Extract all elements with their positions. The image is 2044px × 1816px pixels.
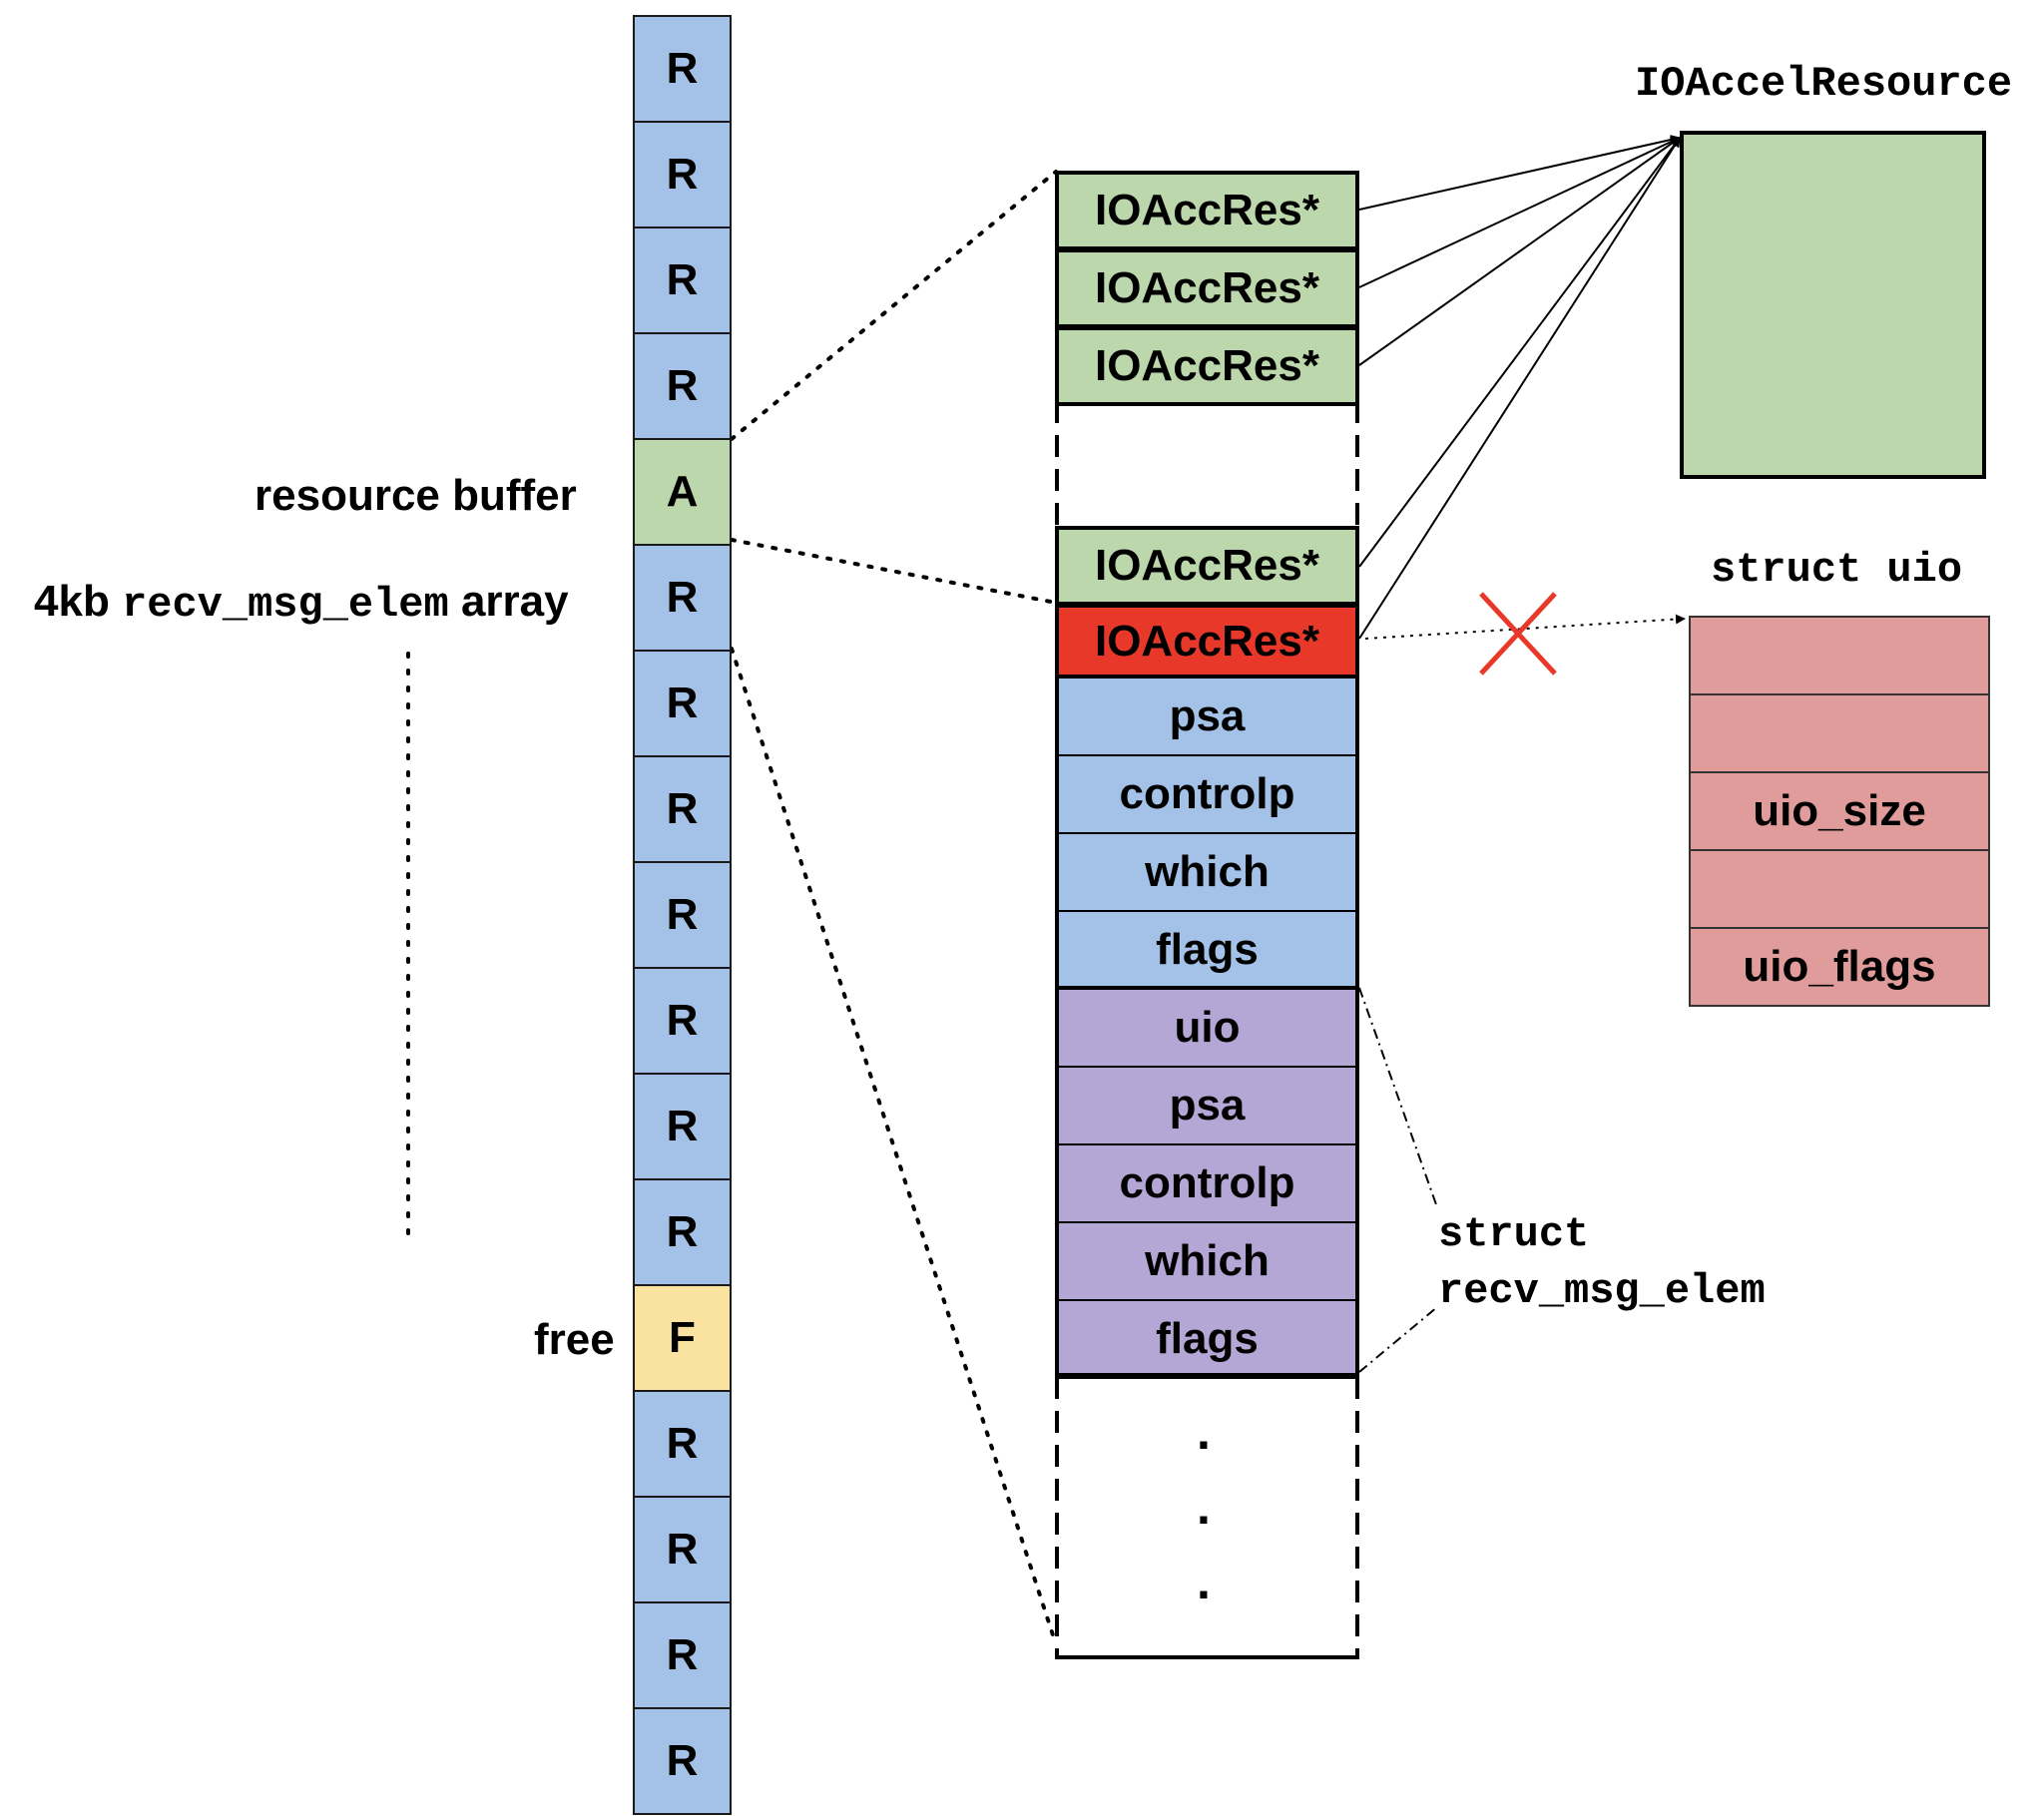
array-cell-r: R [633,755,732,863]
pointer-arrow-4 [1358,137,1681,568]
ioaccres-pointer-3: IOAccRes* [1055,326,1359,406]
array-cell-r: R [633,544,732,652]
struct-leader-top [1358,987,1438,1208]
field-uio-purple: uio [1055,988,1359,1068]
array-cell-r: R [633,332,732,440]
ellipsis-dot-2: . [1197,1479,1211,1535]
ellipsis-dot-1: . [1197,1404,1211,1460]
field-which-purple: which [1055,1221,1359,1301]
ioaccres-pointer-1: IOAccRes* [1055,171,1359,250]
array-cell-r: R [633,1496,732,1603]
uio-field-empty [1689,616,1990,695]
array-cell-r: R [633,967,732,1075]
array-cell-r: R [633,861,732,969]
array-cell-r: R [633,1390,732,1498]
array-label-suffix: array [460,577,569,626]
ioaccres-pointer-4: IOAccRes* [1055,526,1359,606]
array-cell-r: R [633,1073,732,1180]
array-cell-r: R [633,1707,732,1815]
zoom-line-top [730,170,1058,441]
array-cell-r: R [633,15,732,123]
zoom-line-bottom [730,538,1058,605]
field-flags-blue: flags [1055,910,1359,990]
pointer-arrow-3 [1358,137,1681,366]
uio-field-uio-flags: uio_flags [1689,927,1990,1007]
ioaccres-pointer-2: IOAccRes* [1055,248,1359,328]
struct-leader-bottom [1358,1306,1438,1373]
array-label-prefix: 4kb [34,577,110,626]
struct-separator [1055,986,1359,990]
struct-recv-msg-elem-line1: struct [1438,1210,1590,1258]
field-psa-blue: psa [1055,677,1359,756]
field-flags-purple: flags [1055,1299,1359,1379]
pointer-arrow-1 [1358,135,1681,211]
pointer-arrow-5 [1358,137,1681,640]
zoom-line-lower [730,647,1058,1646]
ellipsis-dot-3: . [1197,1554,1211,1609]
free-label: free [534,1315,615,1364]
ioaccel-resource-box [1680,131,1986,479]
resource-buffer-label: resource buffer [255,471,577,520]
field-controlp-purple: controlp [1055,1143,1359,1223]
array-cell-r: R [633,1601,732,1709]
array-cell-r: R [633,227,732,334]
field-psa-purple: psa [1055,1066,1359,1145]
struct-end-separator [1055,1373,1359,1378]
array-cell-r: R [633,1178,732,1286]
ioaccres-pointer-corrupted: IOAccRes* [1055,604,1359,679]
field-which-blue: which [1055,832,1359,912]
uio-field-empty [1689,693,1990,773]
x-mark-icon [1479,592,1557,676]
uio-field-empty [1689,849,1990,929]
ioaccel-resource-title: IOAccelResource [1635,60,2013,108]
struct-uio-title: struct uio [1711,546,1963,594]
array-label-type: recv_msg_elem [122,581,449,629]
uio-field-uio-size: uio_size [1689,771,1990,851]
array-label: 4kb recv_msg_elem array [34,577,569,629]
array-cell-a: A [633,438,732,546]
array-cell-f: F [633,1284,732,1392]
pointer-arrow-2 [1358,137,1681,288]
array-cell-r: R [633,121,732,228]
struct-recv-msg-elem-line2: recv_msg_elem [1438,1267,1766,1315]
field-controlp-blue: controlp [1055,754,1359,834]
array-cell-r: R [633,650,732,757]
